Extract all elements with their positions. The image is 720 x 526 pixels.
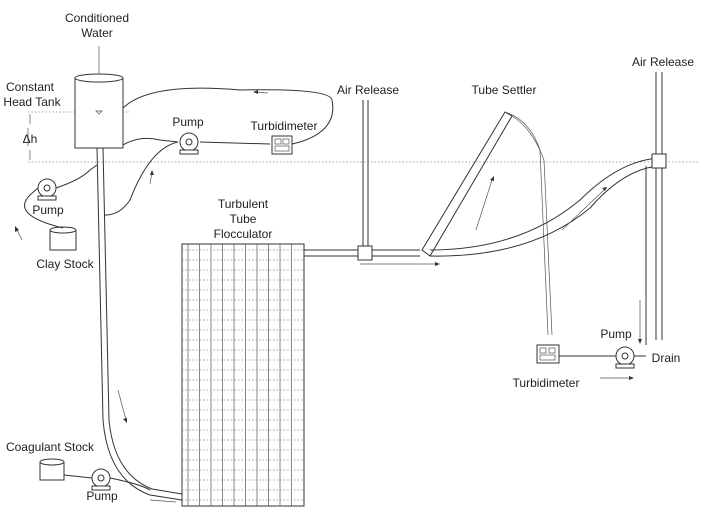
pump-right [615, 346, 635, 369]
coagulant-to-pump [63, 474, 93, 479]
clay-to-main-line [55, 164, 98, 189]
clay-stock-tank [49, 226, 77, 251]
label-pump-clay: Pump [32, 203, 64, 217]
air-release-right [651, 72, 667, 340]
label-air-release-right: Air Release [632, 55, 694, 69]
label-conditioned-water-1: Conditioned [65, 11, 129, 25]
clay-feed-line [24, 187, 64, 229]
recirc-return [104, 141, 179, 216]
label-tube-settler: Tube Settler [472, 83, 537, 97]
label-constant-head-tank-2: Head Tank [3, 95, 61, 109]
recirc-loop-outer [122, 87, 334, 145]
pump-clay [37, 178, 57, 201]
label-delta-h: Δh [23, 132, 38, 146]
tank-outlet-tube-b [102, 147, 183, 495]
settler-to-air-release-a [429, 157, 661, 251]
pump-top [179, 132, 199, 155]
coagulant-stock-tank [39, 458, 65, 481]
label-air-release-mid: Air Release [337, 83, 399, 97]
label-pump-right: Pump [600, 327, 632, 341]
label-flocculator-1: Turbulent [218, 197, 269, 211]
label-conditioned-water-2: Water [81, 26, 113, 40]
tube-settler [421, 111, 553, 336]
settler-to-air-release-b [429, 165, 661, 257]
label-turbidimeter-top: Turbidimeter [251, 119, 318, 133]
turbidimeter-top [271, 135, 293, 155]
label-drain: Drain [652, 351, 681, 365]
pump-to-turbidimeter [199, 141, 271, 145]
tank-outlet-tube-a [96, 147, 183, 501]
label-pump-coagulant: Pump [86, 489, 118, 503]
pump-coagulant [91, 468, 111, 491]
constant-head-tank [74, 73, 124, 149]
label-turbidimeter-bottom: Turbidimeter [513, 376, 580, 390]
flow-arrows [15, 90, 642, 503]
label-flocculator-2: Tube [230, 212, 257, 226]
label-clay-stock: Clay Stock [36, 257, 94, 271]
label-flocculator-3: Flocculator [214, 227, 273, 241]
label-coagulant-stock: Coagulant Stock [6, 440, 95, 454]
label-constant-head-tank-1: Constant [6, 80, 55, 94]
turbidimeter-bottom [536, 344, 560, 364]
recirc-to-pump [122, 137, 179, 146]
coagulant-to-main-line [109, 477, 151, 491]
turbulent-tube-flocculator [181, 243, 305, 507]
label-pump-top: Pump [172, 115, 204, 129]
air-release-mid [357, 100, 373, 261]
